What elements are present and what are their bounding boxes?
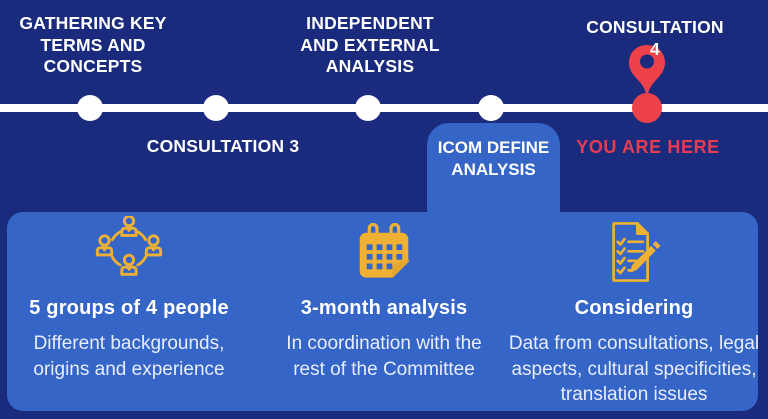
detail-column-analysis: 3-month analysis In coordination with th… xyxy=(259,215,509,382)
column-title: 5 groups of 4 people xyxy=(29,297,229,319)
timeline-node-current xyxy=(632,93,662,123)
column-body: Different backgrounds, origins and exper… xyxy=(33,333,225,380)
people-group-icon xyxy=(95,216,163,276)
timeline-node-1 xyxy=(77,95,103,121)
column-title: Considering xyxy=(574,297,694,319)
timeline-node-3 xyxy=(355,95,381,121)
calendar-icon xyxy=(359,222,413,281)
stage-label-independent: INDEPENDENT AND EXTERNAL ANALYSIS xyxy=(300,13,440,76)
you-are-here-label: YOU ARE HERE xyxy=(576,137,720,157)
detail-column-groups: 5 groups of 4 people Different backgroun… xyxy=(4,215,254,382)
stage-label-consultation-3: CONSULTATION 3 xyxy=(146,136,300,156)
column-body: In coordination with the rest of the Com… xyxy=(286,333,482,380)
current-stage-tab: ICOM DEFINE ANALYSIS xyxy=(427,123,560,223)
timeline-node-4 xyxy=(478,95,504,121)
timeline-line xyxy=(0,104,768,112)
location-pin-icon xyxy=(629,45,665,96)
column-title: 3-month analysis xyxy=(300,297,468,319)
stage-label-gathering: GATHERING KEY TERMS AND CONCEPTS xyxy=(19,13,167,76)
detail-column-considering: Considering Data from consultations, leg… xyxy=(500,215,768,408)
checklist-pencil-icon xyxy=(612,222,661,282)
timeline-node-2 xyxy=(203,95,229,121)
stage-label-consultation-4: CONSULTATION 4 xyxy=(586,17,724,59)
column-body: Data from consultations, legal aspects, … xyxy=(508,333,760,405)
